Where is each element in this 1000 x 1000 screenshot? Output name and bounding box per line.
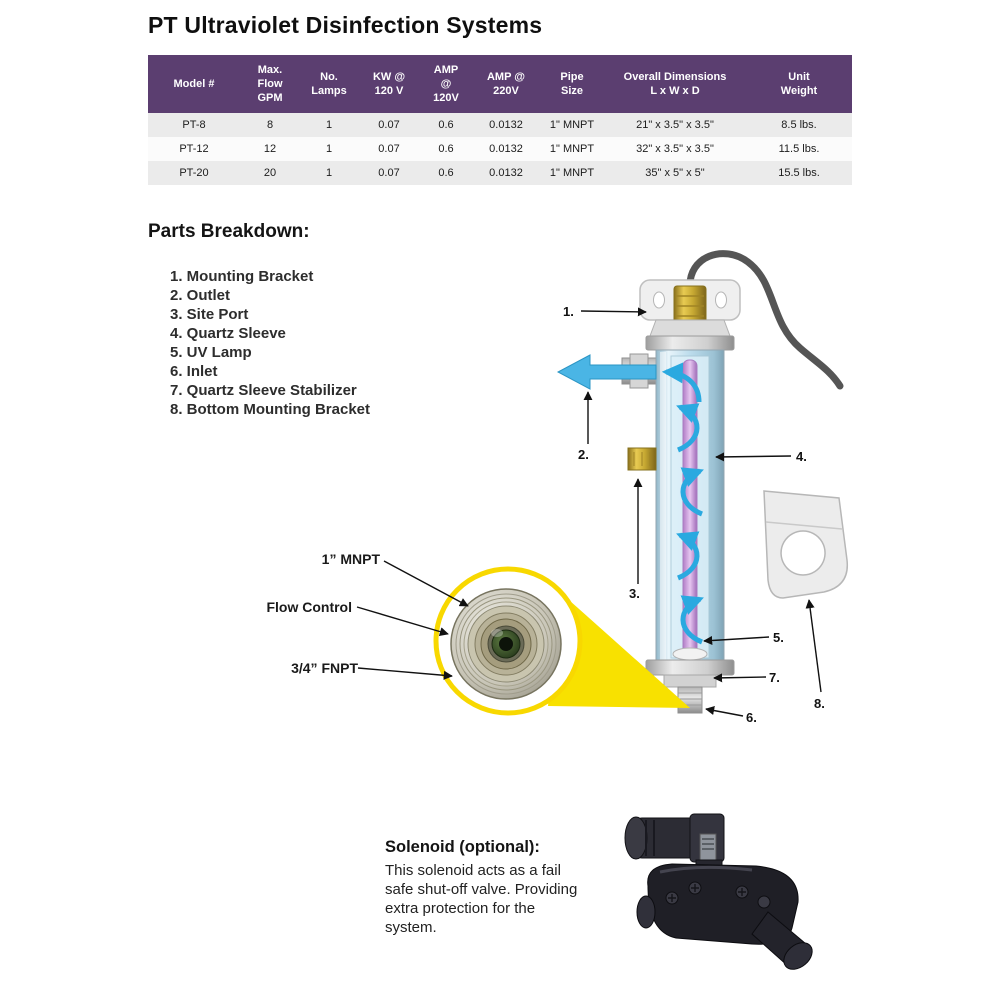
table-cell: 0.07 (378, 143, 400, 155)
callout-8: 8. (814, 696, 825, 711)
inset-label-fnpt: 3/4” FNPT (291, 660, 358, 676)
table-cell: PT-12 (179, 143, 209, 155)
inlet-port (645, 659, 735, 714)
table-cell: 15.5 lbs. (778, 167, 820, 179)
inset-label-arrows (356, 560, 469, 680)
table-cell: 0.6 (438, 119, 454, 131)
table-cell: 32" x 3.5" x 3.5" (636, 143, 714, 155)
sleeve-stabilizer (672, 647, 708, 661)
outlet-flow-arrow (556, 354, 657, 390)
part-item-inlet: 6. Inlet (170, 363, 218, 380)
header-cell-amp220: AMP @ 220V (472, 55, 540, 113)
fitting-photo (450, 588, 562, 700)
part-item-stabilizer: 7. Quartz Sleeve Stabilizer (170, 382, 357, 399)
table-cell: 1 (325, 143, 333, 155)
callout-7: 7. (769, 670, 780, 685)
callout-4: 4. (796, 449, 807, 464)
table-cell: 21" x 3.5" x 3.5" (636, 119, 714, 131)
callout-3: 3. (629, 586, 640, 601)
header-cell-model: Model # (148, 55, 240, 113)
table-cell: 11.5 lbs. (778, 143, 820, 155)
table-cell: PT-8 (182, 119, 206, 131)
table-cell: PT-20 (179, 167, 209, 179)
callout-5: 5. (773, 630, 784, 645)
header-cell-weight: Unit Weight (746, 55, 852, 113)
mounting-bracket-illustration (763, 490, 849, 599)
part-item-mounting-bracket: 1. Mounting Bracket (170, 268, 314, 285)
inset-label-flow-control: Flow Control (266, 599, 352, 615)
part-item-quartz-sleeve: 4. Quartz Sleeve (170, 325, 286, 342)
table-cell: 8 (266, 119, 274, 131)
callout-6: 6. (746, 710, 757, 725)
part-item-site-port: 3. Site Port (170, 306, 249, 323)
table-cell: 0.07 (378, 119, 400, 131)
flow-arrows (661, 362, 704, 645)
table-cell: 35" x 5" x 5" (645, 167, 705, 179)
table-cell: 1" MNPT (549, 167, 595, 179)
callout-arrows (580, 307, 822, 717)
table-cell: 0.6 (438, 143, 454, 155)
part-item-uv-lamp: 5. UV Lamp (170, 344, 252, 361)
solenoid-valve-image (624, 813, 813, 970)
solenoid-heading: Solenoid (optional): (385, 838, 540, 856)
parts-breakdown-heading: Parts Breakdown: (148, 221, 310, 242)
table-cell: 0.0132 (489, 143, 523, 155)
table-header-row: Model # Max. Flow GPM No. Lamps KW @ 120… (148, 55, 852, 113)
spec-table: Model # Max. Flow GPM No. Lamps KW @ 120… (148, 55, 852, 185)
table-cell: 12 (263, 143, 277, 155)
zoom-beam (548, 592, 690, 708)
header-cell-kw: KW @ 120 V (358, 55, 420, 113)
solenoid-description: This solenoid acts as a fail safe shut-o… (385, 862, 578, 936)
header-cell-pipe: Pipe Size (540, 55, 604, 113)
inset-label-mnpt: 1” MNPT (321, 551, 380, 567)
callout-1: 1. (563, 304, 574, 319)
header-cell-max-flow: Max. Flow GPM (240, 55, 300, 113)
callout-2: 2. (578, 447, 589, 462)
part-item-bottom-bracket: 8. Bottom Mounting Bracket (170, 401, 371, 418)
table-cell: 8.5 lbs. (781, 119, 817, 131)
uv-unit-body (556, 279, 741, 714)
table-cell: 1 (325, 119, 333, 131)
table-row-pt8: PT-8 8 1 0.07 0.6 0.0132 1" MNPT 21" x 3… (148, 113, 852, 137)
table-cell: 0.07 (378, 167, 400, 179)
header-cell-amp120: AMP @ 120V (420, 55, 472, 113)
page-title: PT Ultraviolet Disinfection Systems (148, 12, 543, 38)
parts-breakdown-list: 1. Mounting Bracket 2. Outlet 3. Site Po… (170, 267, 370, 419)
spec-table-header: Model # Max. Flow GPM No. Lamps KW @ 120… (148, 55, 852, 113)
header-cell-dimensions: Overall Dimensions L x W x D (604, 55, 746, 113)
table-cell: 0.0132 (489, 167, 523, 179)
part-item-outlet: 2. Outlet (170, 287, 231, 304)
site-port (627, 447, 657, 471)
table-cell: 0.6 (438, 167, 454, 179)
table-cell: 1" MNPT (549, 143, 595, 155)
table-cell: 1 (325, 167, 333, 179)
zoom-inset (356, 560, 690, 716)
table-row-pt12: PT-12 12 1 0.07 0.6 0.0132 1" MNPT 32" x… (148, 137, 852, 161)
table-cell: 0.0132 (489, 119, 523, 131)
table-cell: 1" MNPT (549, 119, 595, 131)
power-cord (686, 250, 844, 390)
table-row-pt20: PT-20 20 1 0.07 0.6 0.0132 1" MNPT 35" x… (148, 161, 852, 185)
table-cell: 20 (263, 167, 277, 179)
header-cell-lamps: No. Lamps (300, 55, 358, 113)
